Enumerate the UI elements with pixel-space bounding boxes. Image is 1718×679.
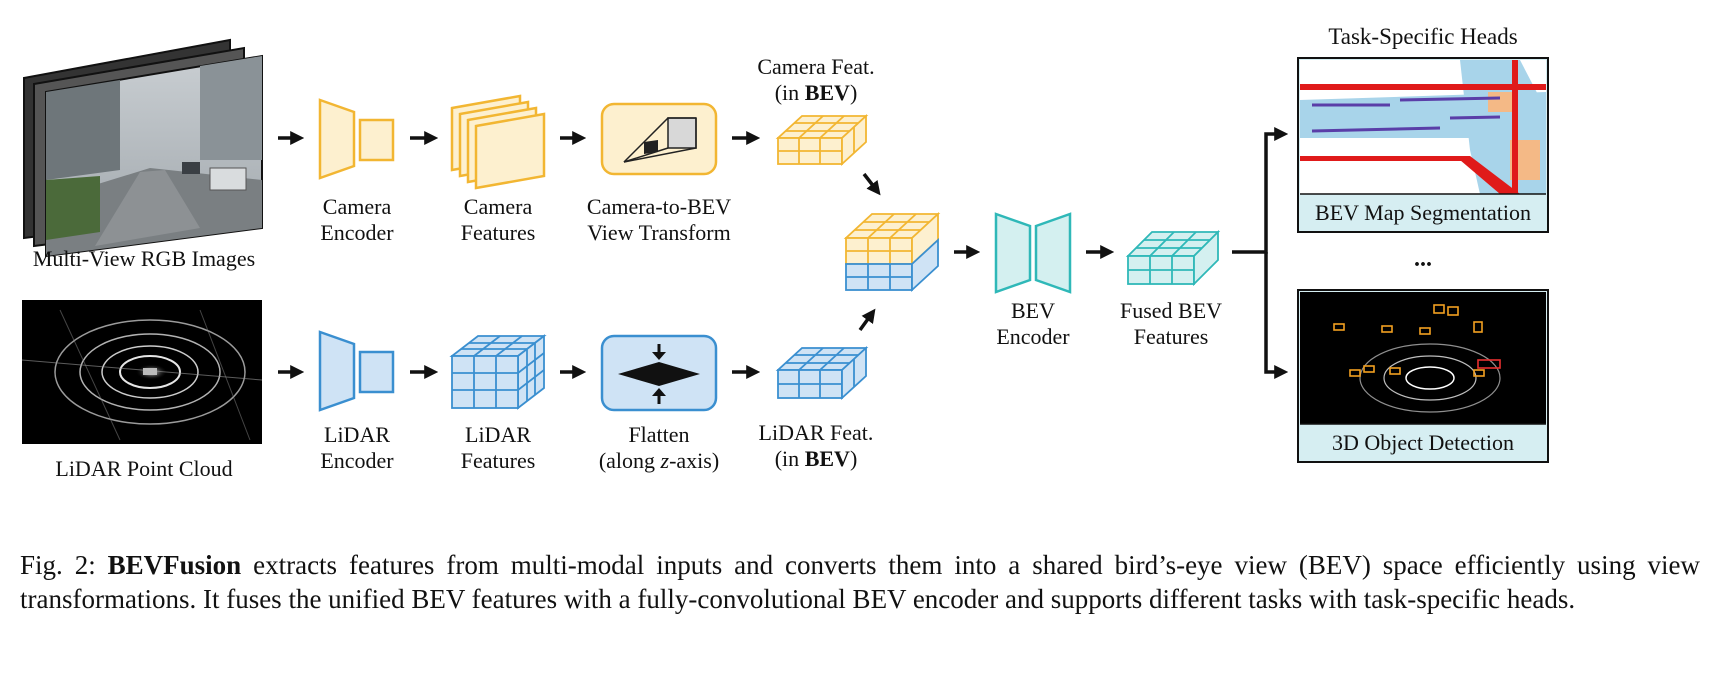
camera-features-shape	[450, 94, 546, 190]
camera-encoder-shape	[318, 98, 395, 180]
fused-bev-shape	[1125, 229, 1221, 287]
label-map-seg: BEV Map Segmentation	[1315, 200, 1531, 225]
label-task-heads: Task-Specific Heads	[1328, 24, 1518, 49]
label-rgb-images: Multi-View RGB Images	[32, 246, 256, 271]
camera-feat-bev-shape	[775, 113, 869, 167]
det3d-panel	[1297, 289, 1549, 463]
label-flatten: Flatten(along z-axis)	[598, 422, 720, 473]
label-lidar-cloud: LiDAR Point Cloud	[55, 456, 233, 481]
label-camera-feat-bev: Camera Feat.(in BEV)	[757, 54, 875, 105]
flow-arrows	[278, 131, 1115, 379]
lidar-point-cloud-image	[21, 300, 263, 444]
camera-to-bev-shape	[600, 102, 718, 176]
flatten-shape	[600, 334, 718, 412]
lidar-encoder-shape	[318, 330, 395, 412]
combined-bev-shape	[843, 211, 941, 293]
label-lidar-feat-bev: LiDAR Feat.(in BEV)	[758, 420, 874, 471]
lidar-features-shape	[449, 334, 547, 410]
head-split-arrows	[1232, 127, 1289, 379]
rgb-image-stack	[23, 38, 263, 258]
label-ellipsis: ...	[1414, 246, 1432, 272]
bev-encoder-shape	[994, 212, 1072, 294]
map-seg-panel	[1297, 57, 1549, 233]
lidar-feat-bev-shape	[775, 345, 869, 401]
figure-caption: Fig. 2: BEVFusion extracts features from…	[20, 550, 1700, 614]
label-det3d: 3D Object Detection	[1331, 430, 1515, 455]
